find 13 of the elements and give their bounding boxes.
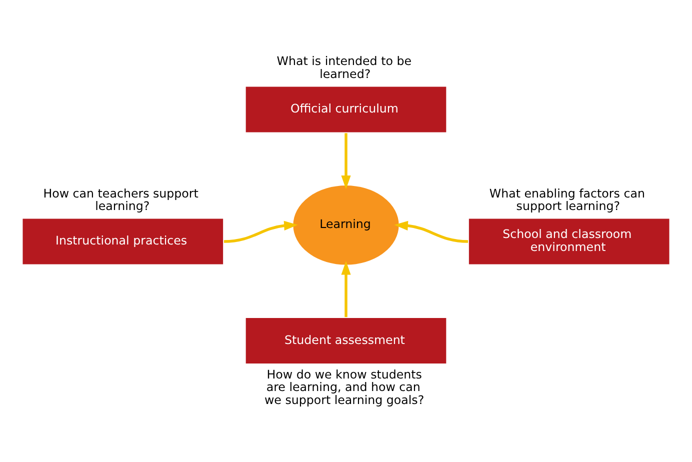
arrow xyxy=(224,220,298,242)
node-box: Official curriculum xyxy=(246,86,446,132)
node-ellipse: Learning xyxy=(293,185,399,264)
node-label: How do we know students are learning, and how can we support learning goals? xyxy=(264,366,424,406)
node-label: What is intended to be learned? xyxy=(276,54,412,80)
node-box: School and classroom environment xyxy=(468,218,670,264)
arrow xyxy=(394,220,468,242)
node-label: How can teachers support learning? xyxy=(43,186,198,213)
arrow xyxy=(341,132,351,189)
node-label: What enabling factors can support learning? xyxy=(489,186,645,213)
arrow xyxy=(341,260,351,317)
node-box: Instructional practices xyxy=(22,218,224,264)
node-box: Student assessment xyxy=(246,318,446,364)
